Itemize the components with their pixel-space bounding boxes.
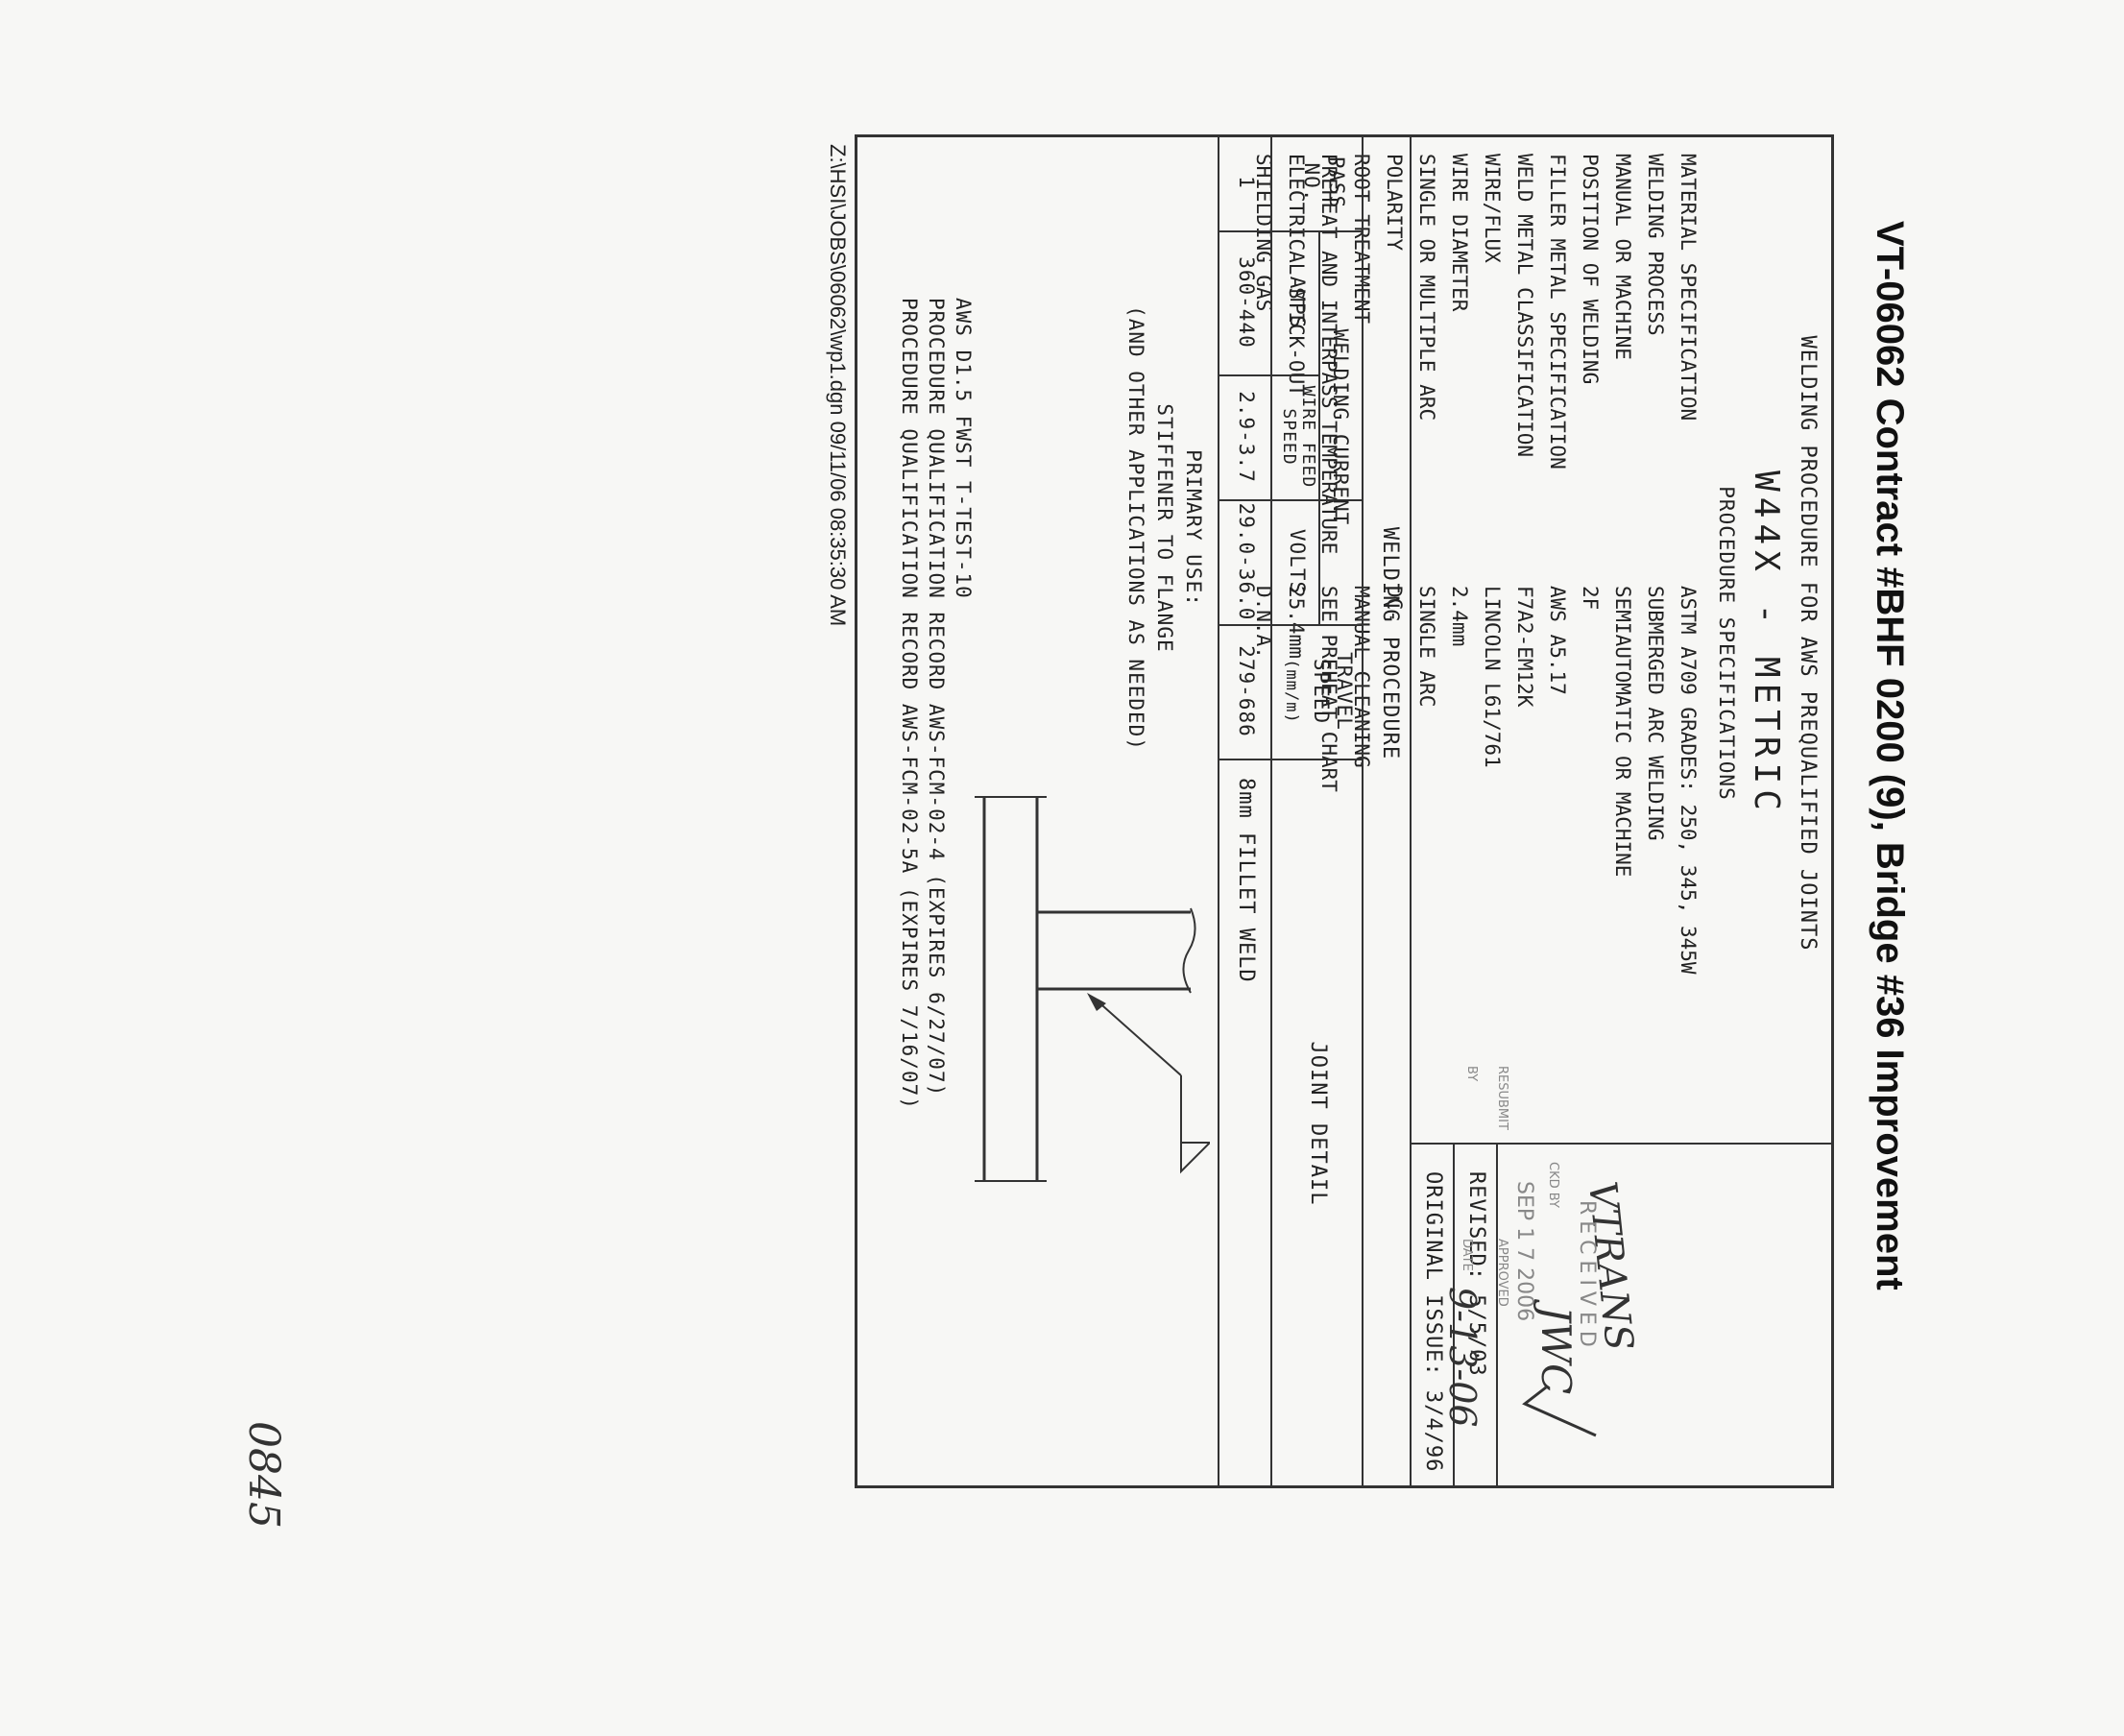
table-header-amps: AMPS	[1286, 276, 1309, 329]
table-cell-volts: 29.0-36.0	[1235, 502, 1258, 621]
record-line: AWS D1.5 FWST T-TEST-10	[952, 298, 975, 599]
spec-row: WELD METAL CLASSIFICATION F7A2-EM12K	[1504, 154, 1536, 1171]
spec-value: AWS A5.17	[1546, 586, 1569, 695]
spec-label: SINGLE OR MULTIPLE ARC	[1415, 154, 1438, 422]
rotated-page: VT-06062 Contract #BHF 0200 (9), Bridge …	[787, 106, 1920, 1498]
spec-row: FILLER METAL SPECIFICATION AWS A5.17	[1536, 154, 1569, 1171]
record-line: PROCEDURE QUALIFICATION RECORD AWS-FCM-0…	[925, 298, 948, 1097]
spec-label: MATERIAL SPECIFICATION	[1677, 154, 1700, 422]
stamp-by-label: BY	[1464, 1066, 1479, 1082]
table-row-line	[1270, 134, 1272, 1488]
primary-use-note: (AND OTHER APPLICATIONS AS NEEDED)	[1124, 305, 1147, 751]
primary-use-label: PRIMARY USE:	[1182, 449, 1205, 607]
stamp-date: SEP 1 7 2006	[1512, 1181, 1536, 1322]
designation: W44X - METRIC	[1747, 470, 1786, 816]
joint-detail-heading: JOINT DETAIL	[1306, 1041, 1330, 1206]
handwritten-checked-by: JWC	[1533, 1306, 1580, 1395]
table-subheader-line	[1318, 230, 1320, 624]
stamp-date-label: DATE	[1460, 1239, 1474, 1271]
spec-label: WIRE/FLUX	[1481, 154, 1504, 263]
procedure-title: WELDING PROCEDURE FOR AWS PREQUALIFIED J…	[1796, 335, 1820, 952]
spec-row: POSITION OF WELDING 2F	[1569, 154, 1602, 1171]
spec-label: MANUAL OR MACHINE	[1611, 154, 1634, 360]
stamp-approved: APPROVED	[1495, 1239, 1509, 1307]
spec-value: F7A2-EM12K	[1513, 586, 1536, 708]
spec-row: WIRE DIAMETER 2.4mm	[1438, 154, 1471, 1171]
weld-size-label: 8mm FILLET WELD	[1234, 778, 1258, 983]
specs-heading: PROCEDURE SPECIFICATIONS	[1715, 486, 1738, 801]
stamp-resubmit: RESUBMIT	[1495, 1066, 1509, 1130]
table-header-wfs: WIRE FEED SPEED	[1279, 385, 1318, 489]
table-header-travel: TRAVEL SPEED	[1310, 652, 1356, 731]
revision-divider	[1412, 1143, 1834, 1145]
spec-row: MATERIAL SPECIFICATION ASTM A709 GRADES: …	[1667, 154, 1700, 1171]
spec-value: 2.4mm	[1448, 586, 1471, 647]
spec-value: LINCOLN L61/761	[1481, 586, 1504, 768]
record-line: PROCEDURE QUALIFICATION RECORD AWS-FCM-0…	[898, 298, 921, 1110]
spec-value: 2F	[1579, 586, 1602, 611]
spec-label: POSITION OF WELDING	[1579, 154, 1602, 385]
table-header-travel-unit: (mm/m)	[1282, 659, 1301, 724]
primary-use: STIFFENER TO FLANGE	[1153, 403, 1176, 653]
table-col-divider	[1219, 759, 1364, 760]
table-header-volts: VOLTS	[1286, 528, 1309, 595]
table-cell-travel: 279-686	[1235, 645, 1258, 737]
spec-value: SINGLE ARC	[1415, 586, 1438, 708]
spec-label: WIRE DIAMETER	[1448, 154, 1471, 312]
revision-line	[1496, 1143, 1498, 1488]
spec-value: SUBMERGED ARC WELDING	[1644, 586, 1667, 841]
file-path-footer: Z:\HSI\JOBS\06062\wp1.dgn 09/11/06 08:35…	[826, 144, 850, 627]
table-header-pass: PASS NO.	[1300, 156, 1348, 209]
header-title: VT-06062 Contract #BHF 0200 (9), Bridge …	[1869, 221, 1911, 1290]
spec-row: MANUAL OR MACHINE SEMIAUTOMATIC OR MACHIN…	[1602, 154, 1634, 1171]
spec-row: WELDING PROCESS SUBMERGED ARC WELDING	[1634, 154, 1667, 1171]
joint-diagram	[975, 796, 1210, 1182]
spec-label: FILLER METAL SPECIFICATION	[1546, 154, 1569, 470]
spec-label: WELD METAL CLASSIFICATION	[1513, 154, 1536, 458]
spec-value: ASTM A709 GRADES: 250, 345, 345W	[1677, 586, 1700, 975]
spec-value: SEMIAUTOMATIC OR MACHINE	[1611, 586, 1634, 878]
section-divider	[1410, 134, 1412, 1488]
table-top-line	[1362, 134, 1364, 1488]
table-cell-wfs: 2.9-3.7	[1235, 391, 1258, 483]
handwritten-date: 9-13-06	[1441, 1287, 1484, 1428]
spec-row: WIRE/FLUX LINCOLN L61/761	[1471, 154, 1504, 1171]
welding-procedure-heading: WELDING PROCEDURE	[1378, 526, 1402, 760]
spec-label: WELDING PROCESS	[1644, 154, 1667, 336]
table-bottom-line	[1218, 134, 1219, 1488]
table-cell-pass: 1	[1235, 176, 1258, 189]
table-header-current: WELDING CURRENT	[1329, 328, 1352, 526]
handwritten-page-number: 0845	[239, 1421, 288, 1529]
checkmark-icon	[1522, 1386, 1597, 1437]
stamp-checked-label: CKD BY	[1546, 1162, 1560, 1208]
table-cell-amps: 360-440	[1235, 256, 1258, 349]
